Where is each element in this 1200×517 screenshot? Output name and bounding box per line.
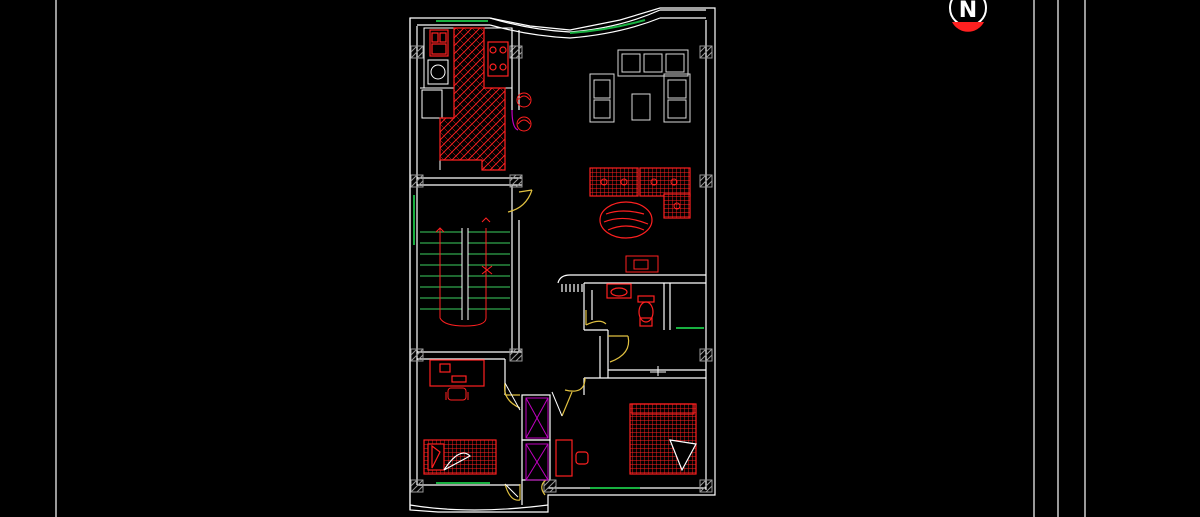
column [509, 348, 523, 362]
column [509, 174, 523, 188]
living-sofa-set [589, 49, 691, 123]
toilet-icon [637, 295, 655, 327]
washbasin-icon [606, 283, 632, 299]
door-balcony-2 [541, 479, 547, 496]
door-stair [507, 189, 533, 213]
staircase [420, 231, 510, 310]
windows [413, 19, 704, 489]
column [410, 45, 424, 59]
door-balcony [504, 483, 521, 501]
single-bed-icon [423, 439, 497, 475]
column [699, 348, 713, 362]
door-bedroom2 [561, 377, 586, 417]
bedroom-2 [555, 403, 697, 477]
column [410, 479, 424, 493]
service-shaft [525, 397, 549, 481]
tv-cabinet-icon [625, 255, 659, 273]
column [410, 348, 424, 362]
interior-walls [417, 28, 706, 505]
double-bed-icon [629, 403, 697, 475]
exterior-walls [409, 7, 716, 513]
column [543, 479, 557, 493]
dressing-table-icon [555, 439, 589, 477]
structural-columns [410, 45, 713, 493]
kitchen [420, 27, 532, 171]
stair-handrail [439, 228, 487, 327]
desk-icon [429, 359, 485, 387]
door-bath [608, 335, 630, 363]
column [699, 479, 713, 493]
door-toilet [585, 310, 607, 326]
kitchen-tile-floor [439, 27, 506, 171]
rug-icon [599, 201, 653, 239]
radiator-icon [561, 284, 583, 292]
drawing-frame [55, 0, 1086, 517]
doors [503, 189, 630, 501]
north-letter: N [959, 0, 977, 23]
north-arrow-icon: N [949, 0, 987, 32]
bedroom-1 [423, 359, 497, 475]
lounge-sofa-set [589, 167, 691, 219]
bathroom-fixtures [561, 283, 655, 327]
window-living-top [569, 19, 646, 34]
column [410, 174, 424, 188]
door-bedroom1 [503, 382, 521, 409]
stove-icon [487, 41, 509, 77]
desk-chair-icon [445, 387, 469, 401]
bar-stool-icon [516, 92, 532, 132]
column [699, 174, 713, 188]
column [699, 45, 713, 59]
washer-icon [427, 59, 449, 85]
sink-icon [429, 29, 449, 57]
